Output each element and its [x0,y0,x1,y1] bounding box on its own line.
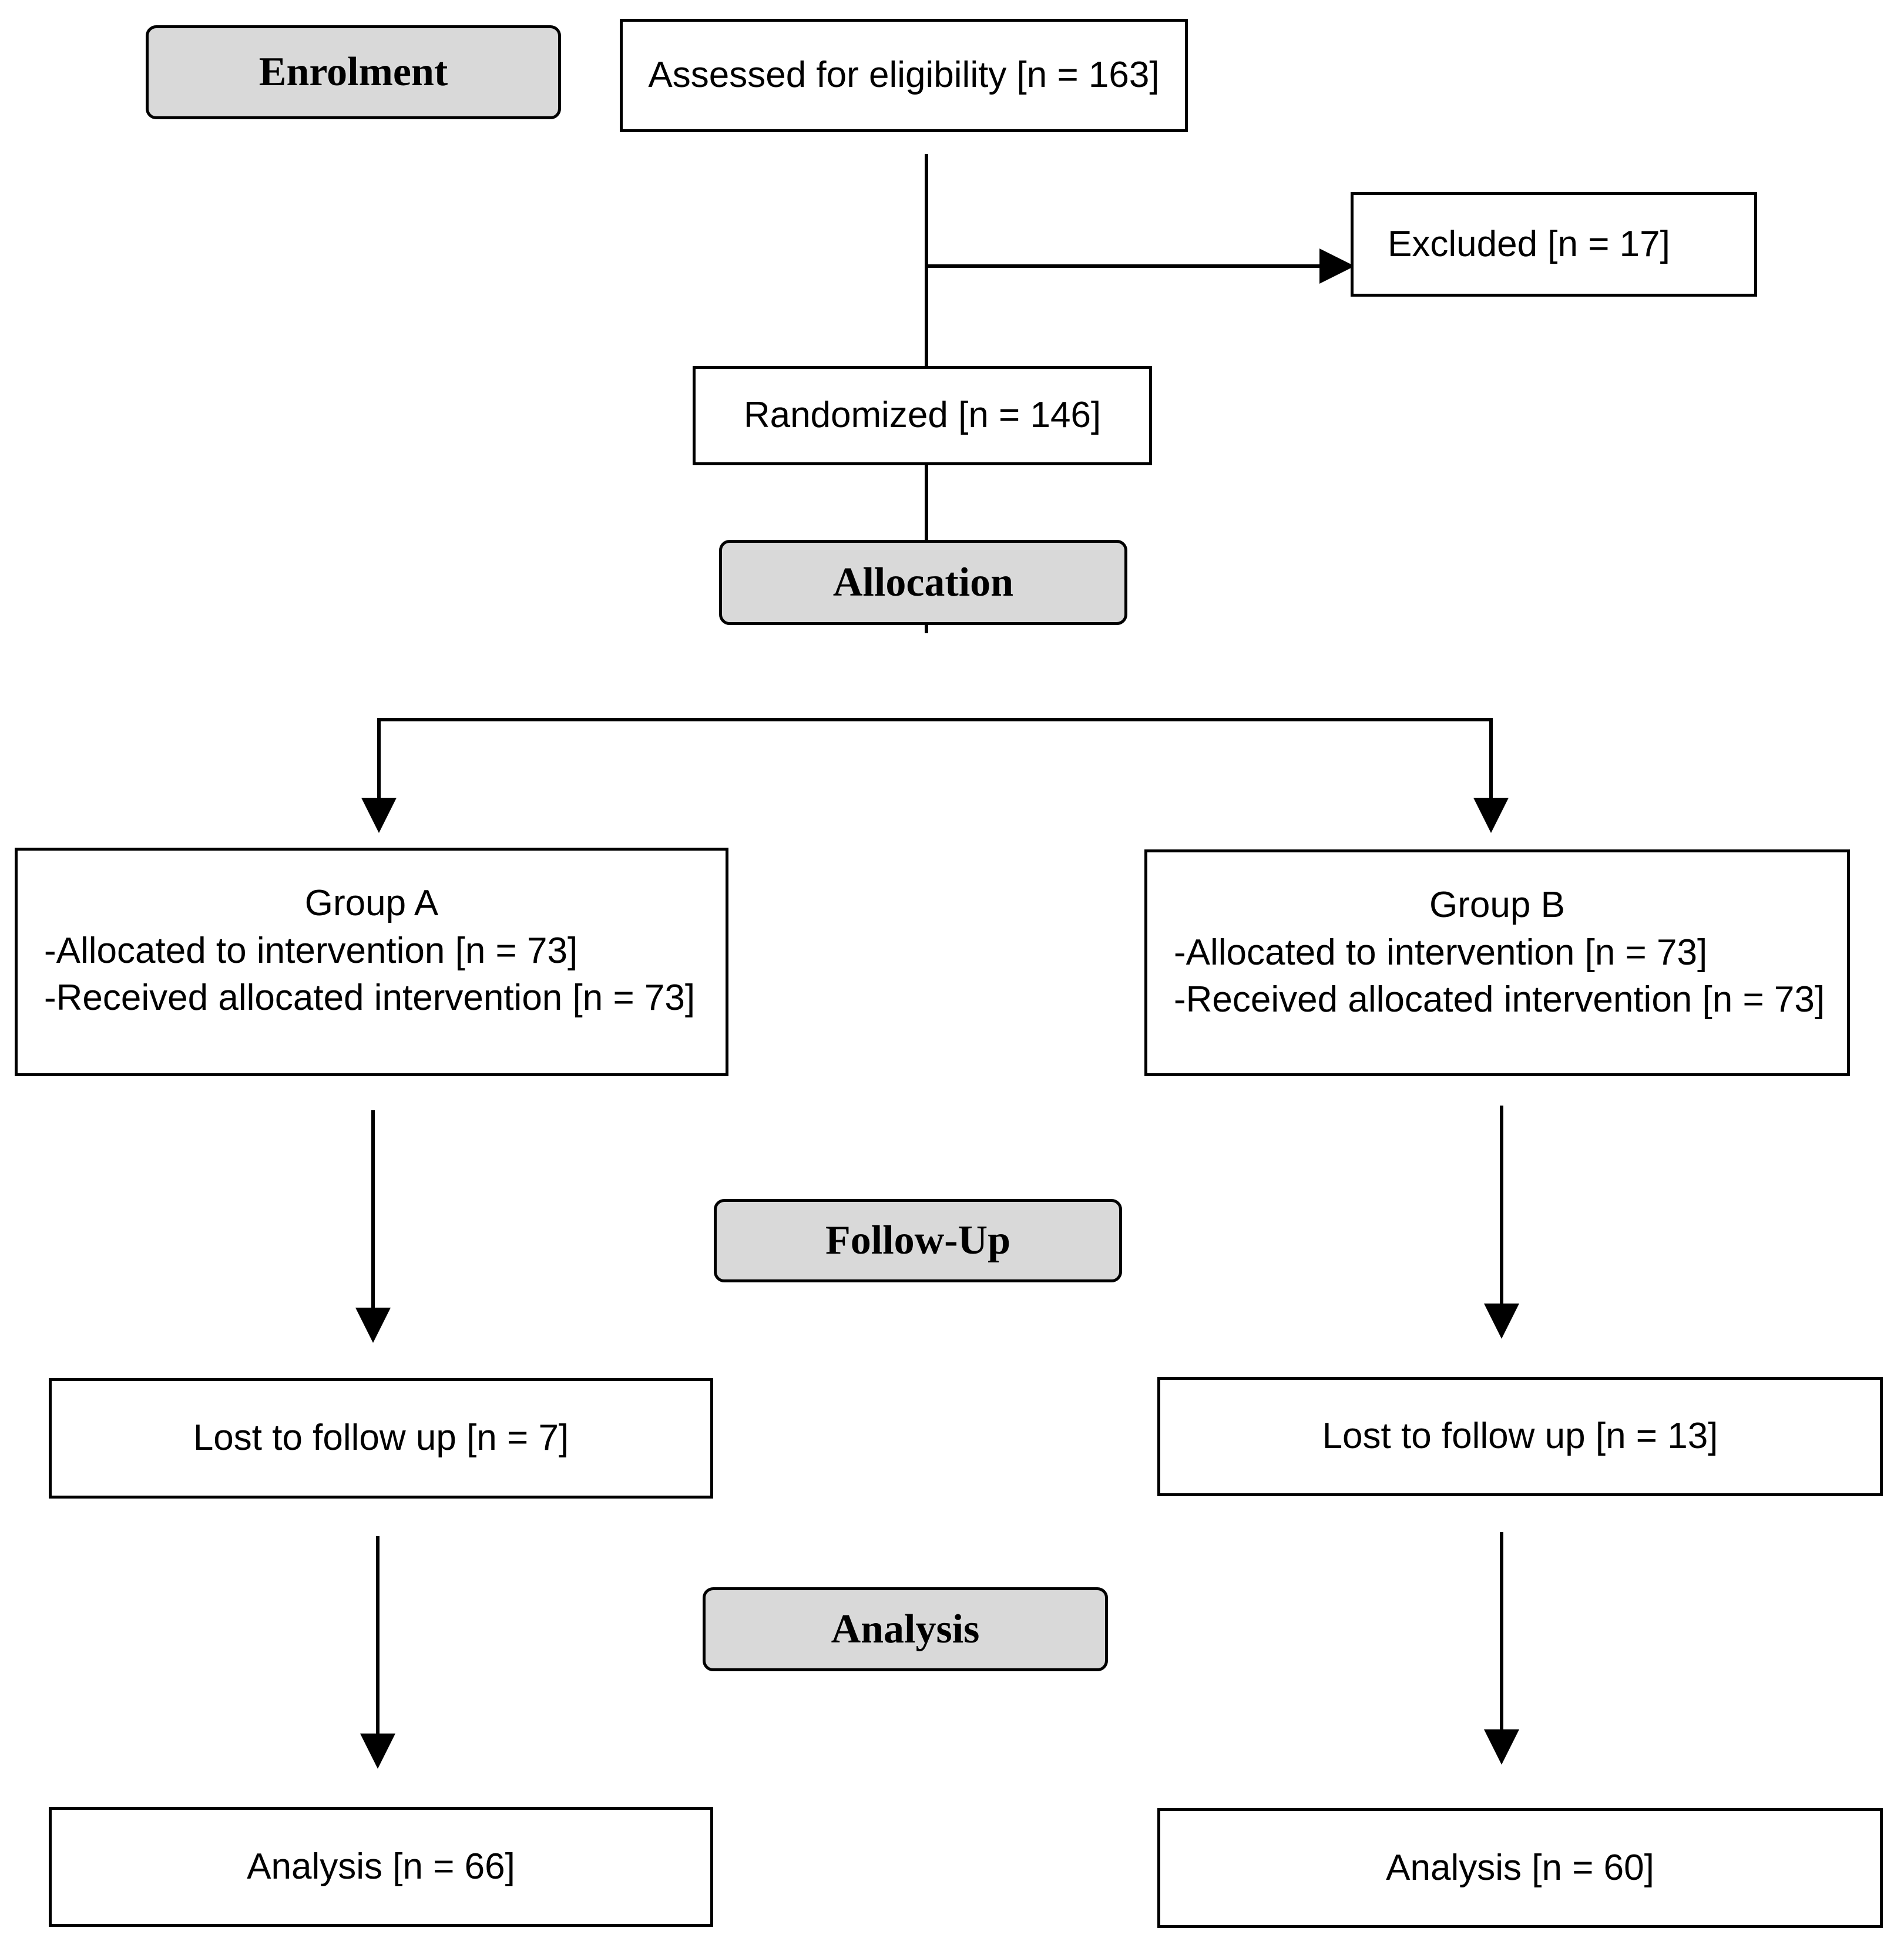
stage-follow-up-label: Follow-Up [825,1218,1010,1263]
stage-analysis: Analysis [703,1587,1108,1671]
group-b-title: Group B [1429,885,1565,925]
stage-follow-up: Follow-Up [714,1199,1122,1282]
group-b-allocated: -Allocated to intervention [n = 73] [1174,932,1708,973]
group-b-received: -Received allocated intervention [n = 73… [1174,979,1825,1020]
box-randomized: Randomized [n = 146] [693,366,1152,465]
box-excluded: Excluded [n = 17] [1351,192,1757,297]
stage-allocation-label: Allocation [832,559,1014,605]
stage-enrolment: Enrolment [146,25,561,119]
analysis-b-text: Analysis [n = 60] [1386,1847,1654,1888]
box-group-a: Group A -Allocated to intervention [n = … [15,848,728,1076]
lost-b-text: Lost to follow up [n = 13] [1322,1416,1718,1457]
box-group-b: Group B -Allocated to intervention [n = … [1144,849,1850,1076]
stage-enrolment-label: Enrolment [258,49,448,95]
group-a-received: -Received allocated intervention [n = 73… [44,977,696,1019]
stage-allocation: Allocation [719,540,1127,625]
group-a-allocated: -Allocated to intervention [n = 73] [44,930,578,971]
stage-analysis-label: Analysis [831,1606,980,1652]
group-a-title: Group A [304,883,439,923]
lost-a-text: Lost to follow up [n = 7] [193,1417,569,1459]
box-analysis-b: Analysis [n = 60] [1157,1808,1883,1928]
assessed-text: Assessed for eligibility [n = 163] [648,55,1160,96]
box-analysis-a: Analysis [n = 66] [49,1807,713,1927]
connector-split-bar [377,718,1493,828]
analysis-a-text: Analysis [n = 66] [247,1846,515,1887]
box-lost-a: Lost to follow up [n = 7] [49,1378,713,1499]
excluded-text: Excluded [n = 17] [1388,223,1670,264]
box-lost-b: Lost to follow up [n = 13] [1157,1377,1883,1496]
box-assessed: Assessed for eligibility [n = 163] [620,19,1188,132]
randomized-text: Randomized [n = 146] [743,395,1102,436]
